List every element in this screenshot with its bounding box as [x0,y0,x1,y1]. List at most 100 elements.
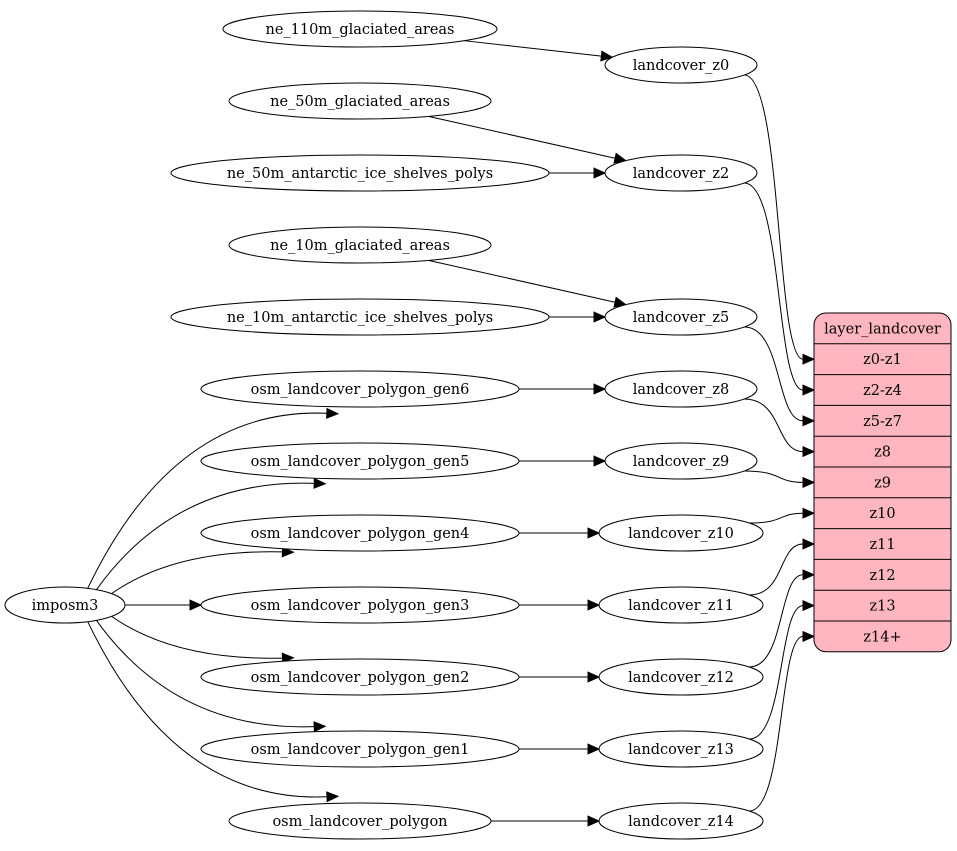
node-landcover-z11[interactable]: landcover_z11 [598,586,764,624]
node-label: osm_landcover_polygon [272,814,447,830]
node-ellipse [604,154,758,192]
node-layer-landcover[interactable]: layer_landcover z0-z1 z2-z4 z5-z7 z8 z9 z10 z11… [813,312,952,653]
node-osm-landcover-polygon-gen4[interactable]: osm_landcover_polygon_gen4 [200,514,520,552]
edge-arrow [802,415,816,427]
edge-arrow [313,721,327,733]
node-ellipse [4,586,126,624]
edge-arrow [802,446,816,458]
layer-port-z11[interactable]: z11 [869,537,895,553]
edge-arrow [802,507,816,519]
edge-arrow [281,546,295,558]
node-ellipse [598,730,764,768]
edge-arrow [593,383,607,395]
edge-imposm3-to-osm-landcover-polygon-gen6 [87,407,340,589]
edge-arrow [802,569,816,581]
layer-record-box [813,312,952,653]
node-ellipse [170,298,550,336]
node-label: landcover_z5 [633,310,730,326]
edge-osm-landcover-polygon-gen4-to-landcover-z10 [519,527,601,539]
layer-port-z8[interactable]: z8 [874,445,891,461]
edge-arrow [189,599,203,611]
edge-arrow [313,477,327,489]
edge-arrow [593,455,607,467]
edge-imposm3-to-osm-landcover-polygon-gen2 [111,615,295,664]
edge-arrow [802,476,816,488]
node-label: ne_50m_antarctic_ice_shelves_polys [227,166,493,182]
edge-arrow [587,743,601,755]
node-imposm3[interactable]: imposm3 [4,586,126,624]
node-ne-10m-antarctic-ice-shelves-polys[interactable]: ne_10m_antarctic_ice_shelves_polys [170,298,550,336]
node-label: landcover_z14 [628,814,734,830]
edge-line [749,574,804,668]
node-label: ne_110m_glaciated_areas [266,22,455,38]
node-osm-landcover-polygon-gen1[interactable]: osm_landcover_polygon_gen1 [200,730,520,768]
edge-arrow [802,600,816,612]
layer-port-z13[interactable]: z13 [869,599,895,615]
node-label: osm_landcover_polygon_gen4 [251,526,470,542]
edge-line [744,326,804,422]
node-ne-10m-glaciated-areas[interactable]: ne_10m_glaciated_areas [228,226,492,264]
node-ne-110m-glaciated-areas[interactable]: ne_110m_glaciated_areas [222,10,498,48]
edge-line [749,512,804,524]
edge-landcover-z11-to-z11 [749,538,816,596]
edge-arrow [326,791,340,803]
node-landcover-z0[interactable]: landcover_z0 [604,46,758,84]
node-ellipse [200,370,520,408]
node-label: ne_10m_antarctic_ice_shelves_polys [227,310,493,326]
node-landcover-z9[interactable]: landcover_z9 [604,442,758,480]
layer-port-z9[interactable]: z9 [874,475,891,491]
edge-ne-50m-glaciated-areas-to-landcover-z2 [428,115,628,164]
edge-line [464,40,602,57]
edge-osm-landcover-polygon-gen1-to-landcover-z13 [519,743,601,755]
node-landcover-z10[interactable]: landcover_z10 [598,514,764,552]
node-osm-landcover-polygon-gen3[interactable]: osm_landcover_polygon_gen3 [200,586,520,624]
edge-arrow [802,353,816,365]
node-label: imposm3 [32,598,99,614]
layer-port-z12[interactable]: z12 [869,568,895,584]
layer-title: layer_landcover [824,321,941,337]
node-landcover-z14[interactable]: landcover_z14 [598,802,764,840]
edge-line [744,470,804,483]
node-osm-landcover-polygon-gen5[interactable]: osm_landcover_polygon_gen5 [200,442,520,480]
node-landcover-z13[interactable]: landcover_z13 [598,730,764,768]
nodes: ne_110m_glaciated_areas ne_50m_glaciated_… [4,10,764,840]
node-landcover-z2[interactable]: landcover_z2 [604,154,758,192]
node-ellipse [228,82,492,120]
edge-arrow [587,527,601,539]
node-label: osm_landcover_polygon_gen3 [251,598,470,614]
edge-osm-landcover-polygon-gen2-to-landcover-z12 [519,671,601,683]
layer-landcover-record: layer_landcover z0-z1 z2-z4 z5-z7 z8 z9 z10 z11… [813,312,952,653]
node-ne-50m-glaciated-areas[interactable]: ne_50m_glaciated_areas [228,82,492,120]
node-osm-landcover-polygon-gen6[interactable]: osm_landcover_polygon_gen6 [200,370,520,408]
edge-arrow [593,167,607,179]
edges [87,40,816,827]
node-landcover-z8[interactable]: landcover_z8 [604,370,758,408]
node-osm-landcover-polygon[interactable]: osm_landcover_polygon [228,802,492,840]
layer-port-z0-z1[interactable]: z0-z1 [863,352,902,368]
node-osm-landcover-polygon-gen2[interactable]: osm_landcover_polygon_gen2 [200,658,520,696]
node-landcover-z5[interactable]: landcover_z5 [604,298,758,336]
node-landcover-z12[interactable]: landcover_z12 [598,658,764,696]
edge-landcover-z14-to-z14 [749,630,816,812]
edge-line [749,605,804,740]
layer-port-z2-z4[interactable]: z2-z4 [863,383,902,399]
node-ellipse [228,226,492,264]
layer-port-z14[interactable]: z14+ [863,629,901,645]
edge-imposm3-to-osm-landcover-polygon [87,621,340,803]
node-ellipse [604,46,758,84]
node-ellipse [200,442,520,480]
node-label: landcover_z9 [633,454,730,470]
edge-arrow [802,538,816,550]
node-ellipse [604,298,758,336]
edge-arrow [587,599,601,611]
layer-port-z10[interactable]: z10 [869,506,895,522]
node-ellipse [598,514,764,552]
node-ne-50m-antarctic-ice-shelves-polys[interactable]: ne_50m_antarctic_ice_shelves_polys [170,154,550,192]
layer-port-z5-z7[interactable]: z5-z7 [863,414,902,430]
edge-line [744,398,804,453]
node-ellipse [222,10,498,48]
node-ellipse [200,658,520,696]
edge-line [87,621,327,798]
edge-line [87,412,327,589]
edge-landcover-z10-to-z10 [749,507,816,524]
